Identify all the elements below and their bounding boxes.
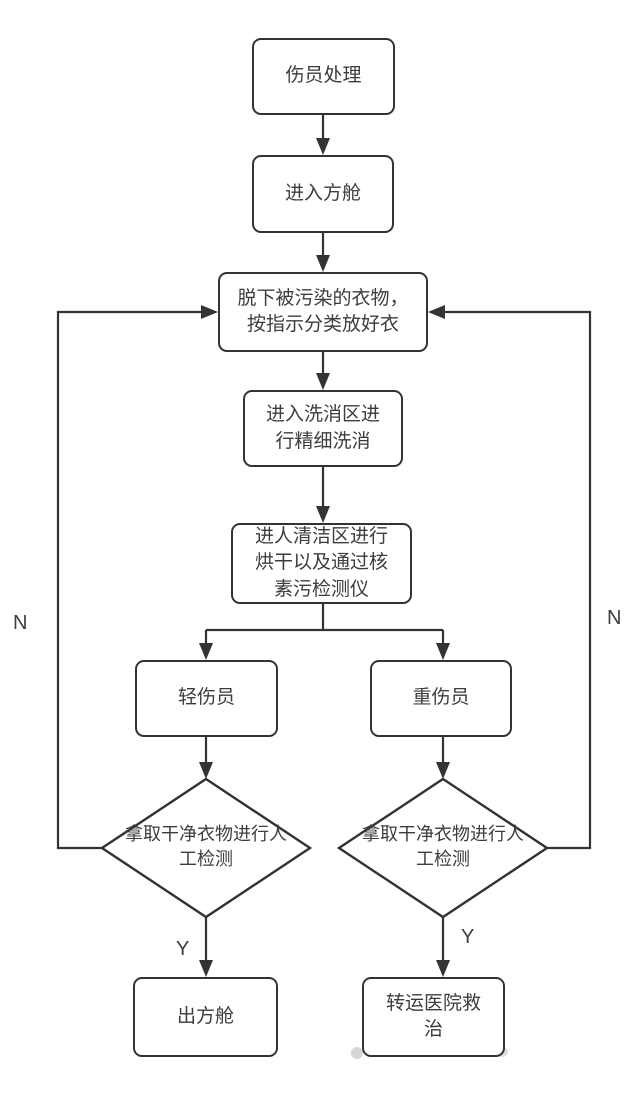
arrowhead-clean-area bbox=[316, 506, 330, 523]
arrowhead-light-casualty bbox=[199, 643, 213, 660]
node-remove-contaminated-clothes: 脱下被污染的衣物， 按指示分类放好衣 bbox=[218, 272, 428, 352]
edge-n-right-loop bbox=[445, 310, 592, 850]
arrowhead-exit-cabin bbox=[199, 960, 213, 977]
node-light-casualty: 轻伤员 bbox=[135, 660, 278, 737]
arrowhead-enter-cabin bbox=[316, 138, 330, 155]
arrowhead-fine-decontamination bbox=[316, 373, 330, 390]
diamond-manual-check-left bbox=[99, 777, 313, 919]
diamond-label-manual-check-left: 拿取干净衣物进行人 工检测 bbox=[125, 824, 287, 870]
edge-label-y-right: Y bbox=[461, 926, 475, 948]
edge-n-left-loop bbox=[56, 310, 203, 850]
diamond-manual-check-right bbox=[336, 777, 550, 919]
diamond-label-manual-check-right: 拿取干净衣物进行人 工检测 bbox=[362, 824, 524, 870]
edge-label-n-right: N bbox=[607, 607, 622, 629]
arrowhead-diamond-left bbox=[199, 762, 213, 779]
arrowhead-n-right-into-remove bbox=[428, 305, 445, 319]
node-casualty-handling: 伤员处理 bbox=[252, 38, 395, 115]
node-severe-casualty: 重伤员 bbox=[370, 660, 512, 737]
node-enter-cabin: 进入方舱 bbox=[252, 155, 394, 233]
node-transfer-hospital: 转运医院救 治 bbox=[362, 977, 505, 1057]
arrowhead-diamond-right bbox=[436, 762, 450, 779]
edge-label-n-left: N bbox=[13, 612, 28, 634]
arrowhead-n-left-into-remove bbox=[201, 305, 218, 319]
arrowhead-remove-clothes-top bbox=[316, 255, 330, 272]
node-exit-cabin: 出方舱 bbox=[133, 977, 278, 1057]
node-clean-area-check: 进人清洁区进行 烘干以及通过核 素污检测仪 bbox=[231, 523, 412, 604]
edge-label-y-left: Y bbox=[176, 938, 190, 960]
arrowhead-severe-casualty bbox=[436, 643, 450, 660]
arrowhead-transfer-hospital bbox=[436, 960, 450, 977]
node-fine-decontamination: 进入洗消区进 行精细洗消 bbox=[243, 390, 403, 467]
